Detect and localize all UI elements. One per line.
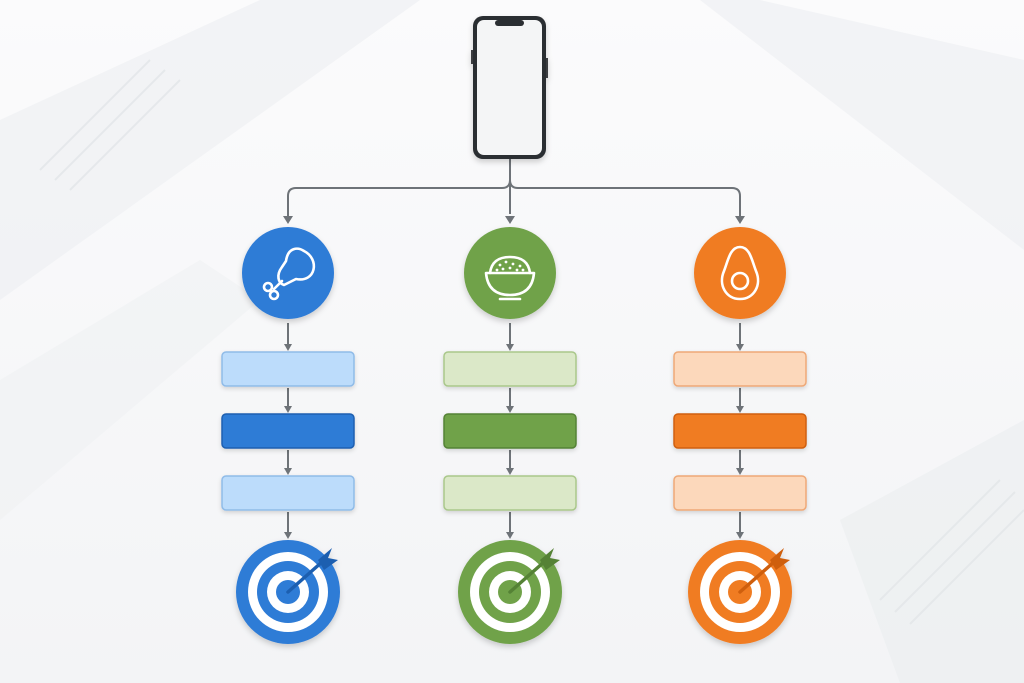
arrow-protein-2 xyxy=(284,450,292,475)
arrow-fats-goal xyxy=(736,512,744,539)
rice-bowl-icon xyxy=(464,227,556,319)
arrow-carbs-0 xyxy=(506,323,514,351)
arrow-carbs-goal xyxy=(506,512,514,539)
arrow-protein-goal xyxy=(284,512,292,539)
step-box-protein-1 xyxy=(221,351,355,387)
arrow-fats-1 xyxy=(736,388,744,413)
step-box-fats-1 xyxy=(673,351,807,387)
arrow-protein-0 xyxy=(284,323,292,351)
arrow-protein-1 xyxy=(284,388,292,413)
step-box-protein-2 xyxy=(221,413,355,449)
arrowhead-2 xyxy=(735,216,745,224)
smartphone-icon xyxy=(471,16,548,159)
branch-carbs xyxy=(443,227,577,644)
branches xyxy=(221,227,807,644)
step-box-fats-3 xyxy=(673,475,807,511)
connector-left xyxy=(287,172,511,208)
connectors xyxy=(283,159,745,539)
step-box-fats-2 xyxy=(673,413,807,449)
avocado-icon xyxy=(694,227,786,319)
target-arrow-icon xyxy=(688,540,792,644)
arrowhead-1 xyxy=(505,216,515,224)
step-box-carbs-3 xyxy=(443,475,577,511)
step-box-carbs-1 xyxy=(443,351,577,387)
chicken-drumstick-icon xyxy=(242,227,334,319)
target-arrow-icon xyxy=(458,540,562,644)
step-box-protein-3 xyxy=(221,475,355,511)
branch-fats xyxy=(673,227,807,644)
connector-right xyxy=(509,179,741,208)
branch-protein xyxy=(221,227,355,644)
arrowhead-0 xyxy=(283,216,293,224)
target-arrow-icon xyxy=(236,540,340,644)
arrow-fats-2 xyxy=(736,450,744,475)
arrow-fats-0 xyxy=(736,323,744,351)
arrow-carbs-2 xyxy=(506,450,514,475)
arrow-carbs-1 xyxy=(506,388,514,413)
step-box-carbs-2 xyxy=(443,413,577,449)
